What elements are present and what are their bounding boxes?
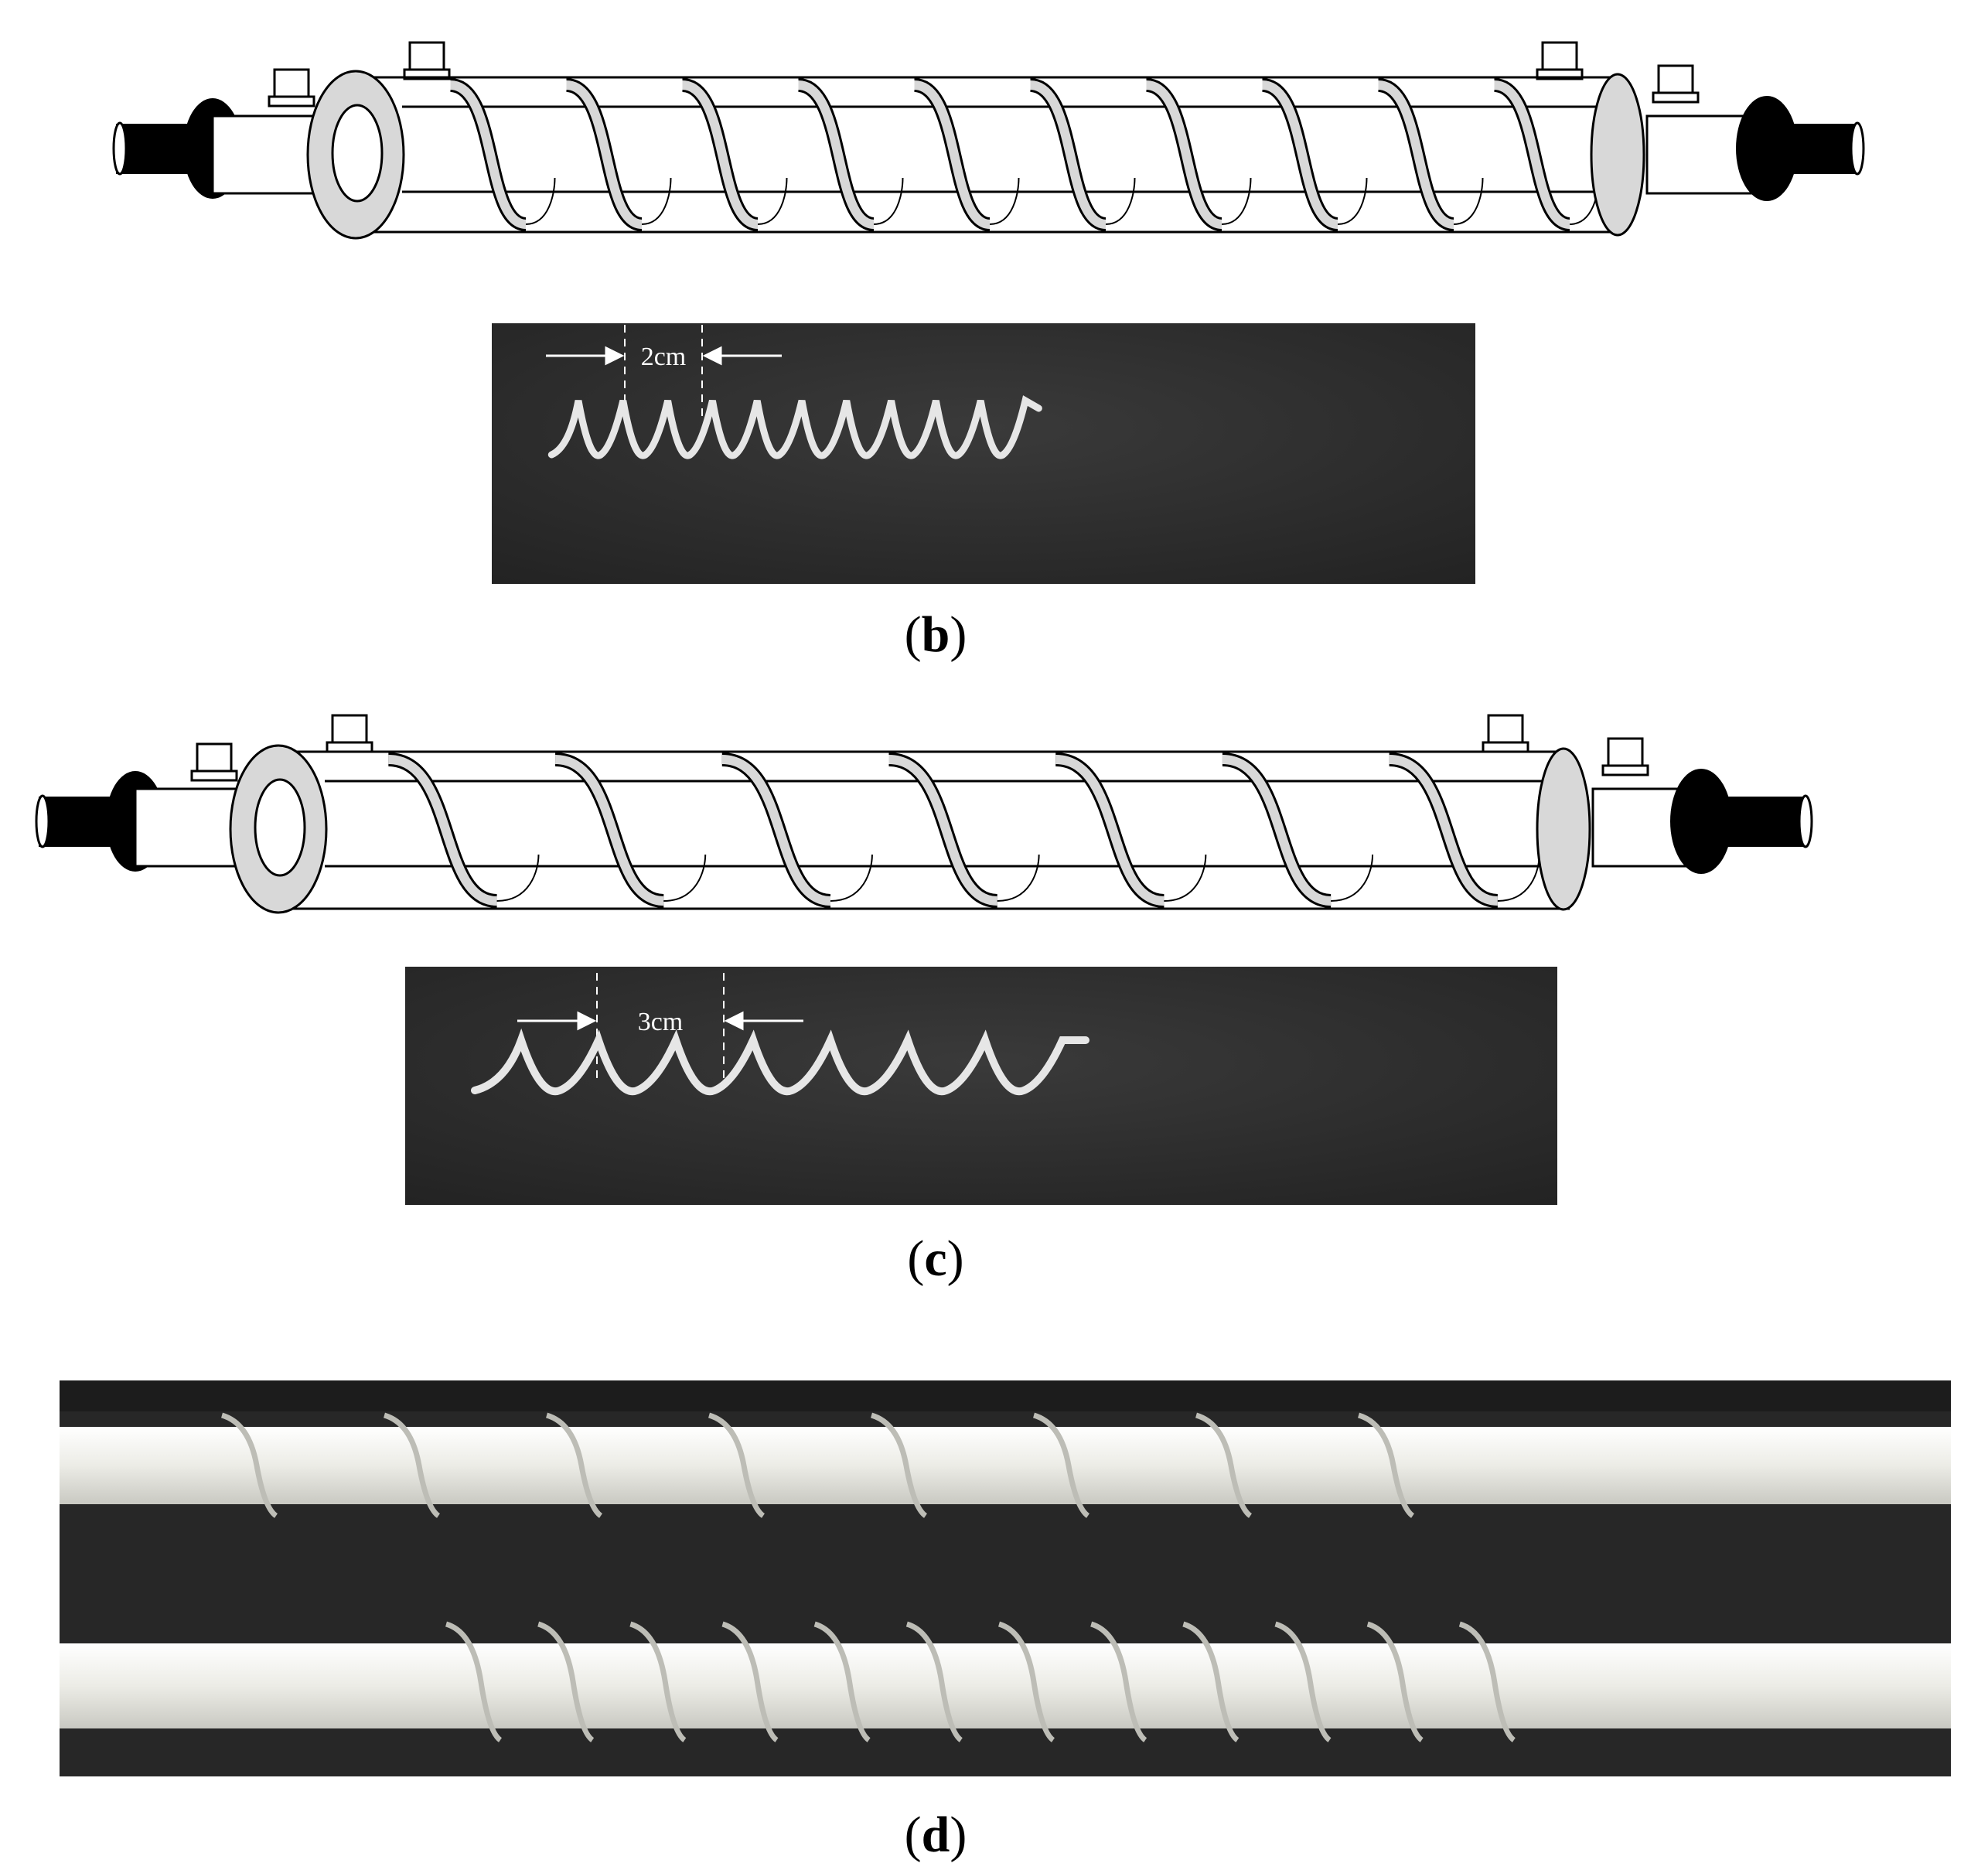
reactor-diagram-2cm bbox=[0, 0, 1988, 255]
reactor-diagram-2cm-svg bbox=[112, 41, 1865, 240]
pitch-label-2cm: 2cm bbox=[641, 343, 687, 371]
spiral-back-arc bbox=[525, 177, 556, 225]
spiral-turn bbox=[387, 755, 498, 906]
spiral-turn bbox=[797, 80, 875, 229]
caption-c-letter: c bbox=[924, 1230, 947, 1287]
caption-d-letter: d bbox=[921, 1807, 950, 1863]
top-nozzles bbox=[190, 714, 1649, 782]
spiral-insert bbox=[387, 752, 1540, 908]
spiral-back-arc bbox=[1331, 854, 1374, 902]
spiral-turn bbox=[721, 755, 831, 906]
upper-rod-spiral bbox=[220, 1412, 1415, 1518]
spiral-back-arc bbox=[873, 177, 904, 225]
spiral-turn bbox=[1222, 755, 1332, 906]
dimension-markers bbox=[517, 973, 803, 1083]
caption-b-letter: b bbox=[921, 606, 950, 663]
spiral-turn bbox=[449, 80, 527, 229]
caption-d: (d) bbox=[904, 1807, 967, 1863]
spiral-turn bbox=[1377, 80, 1455, 229]
caption-c: (c) bbox=[907, 1230, 964, 1287]
caption-b: (b) bbox=[904, 606, 967, 663]
lower-rod-spiral bbox=[445, 1621, 1516, 1742]
spiral-turn bbox=[1145, 80, 1223, 229]
spiral-wire bbox=[547, 395, 1042, 459]
photo-spiral-2cm: 2cm bbox=[492, 323, 1475, 584]
spiral-wire bbox=[471, 1028, 1089, 1096]
wrap-turn bbox=[1032, 1412, 1090, 1518]
wrap-turn bbox=[1090, 1621, 1147, 1742]
wrap-turn bbox=[537, 1621, 595, 1742]
left-flange-ring bbox=[306, 70, 405, 240]
reactor-diagram-3cm-svg bbox=[35, 714, 1813, 914]
spiral-turn bbox=[1493, 80, 1571, 229]
photo-spiral-3cm-svg: 3cm bbox=[405, 967, 1557, 1205]
lower-rod bbox=[60, 1643, 1951, 1728]
pitch-label-3cm: 3cm bbox=[638, 1008, 684, 1036]
spiral-turn bbox=[554, 755, 664, 906]
spiral-back-arc bbox=[1164, 854, 1207, 902]
wrap-turn bbox=[870, 1412, 928, 1518]
spiral-back-arc bbox=[641, 177, 672, 225]
wrap-turn bbox=[1195, 1412, 1253, 1518]
spiral-turn bbox=[913, 80, 991, 229]
wrap-turn bbox=[1458, 1621, 1516, 1742]
wrap-turn bbox=[1182, 1621, 1240, 1742]
spiral-back-arc bbox=[663, 854, 707, 902]
right-end-cap bbox=[1590, 73, 1645, 237]
reactor-diagram-3cm bbox=[0, 696, 1988, 928]
spiral-turn bbox=[681, 80, 759, 229]
upper-rod bbox=[60, 1427, 1951, 1504]
wrap-turn bbox=[629, 1621, 687, 1742]
left-flange-ring bbox=[229, 744, 328, 914]
wrap-turn bbox=[997, 1621, 1055, 1742]
spiral-back-arc bbox=[1337, 177, 1368, 225]
spiral-turn bbox=[1261, 80, 1339, 229]
spiral-insert bbox=[449, 78, 1600, 231]
spiral-back-arc bbox=[830, 854, 873, 902]
spiral-back-arc bbox=[1221, 177, 1252, 225]
left-hose-fitting bbox=[35, 771, 253, 872]
spiral-back-arc bbox=[757, 177, 788, 225]
outer-tube bbox=[278, 750, 1570, 910]
spiral-back-arc bbox=[989, 177, 1020, 225]
spiral-turn bbox=[565, 80, 643, 229]
right-end-cap bbox=[1536, 747, 1591, 911]
spiral-back-arc bbox=[997, 854, 1040, 902]
wrap-turn bbox=[905, 1621, 963, 1742]
wrap-turn bbox=[545, 1412, 603, 1518]
wrap-turn bbox=[383, 1412, 441, 1518]
wrap-turn bbox=[1366, 1621, 1424, 1742]
photo-wrapped-rods bbox=[60, 1380, 1951, 1776]
wrap-turn bbox=[1274, 1621, 1332, 1742]
left-hose-fitting bbox=[112, 98, 330, 199]
spiral-turn bbox=[1389, 755, 1499, 906]
spiral-turn bbox=[1029, 80, 1107, 229]
wrap-turn bbox=[721, 1621, 779, 1742]
wrap-turn bbox=[813, 1621, 871, 1742]
photo-spiral-3cm: 3cm bbox=[405, 967, 1557, 1205]
wrap-turn bbox=[1357, 1412, 1415, 1518]
photo-wrapped-rods-svg bbox=[60, 1380, 1951, 1776]
wrap-turn bbox=[708, 1412, 766, 1518]
right-hose-fitting bbox=[1591, 769, 1813, 874]
spiral-turn bbox=[888, 755, 998, 906]
spiral-back-arc bbox=[496, 854, 540, 902]
wrap-turn bbox=[445, 1621, 503, 1742]
spiral-back-arc bbox=[1105, 177, 1136, 225]
right-hose-fitting bbox=[1645, 96, 1865, 201]
top-nozzles bbox=[268, 41, 1700, 107]
spiral-back-arc bbox=[1497, 854, 1540, 902]
photo-spiral-2cm-svg: 2cm bbox=[492, 323, 1475, 584]
spiral-turn bbox=[1055, 755, 1165, 906]
wrap-turn bbox=[220, 1412, 278, 1518]
spiral-back-arc bbox=[1453, 177, 1484, 225]
